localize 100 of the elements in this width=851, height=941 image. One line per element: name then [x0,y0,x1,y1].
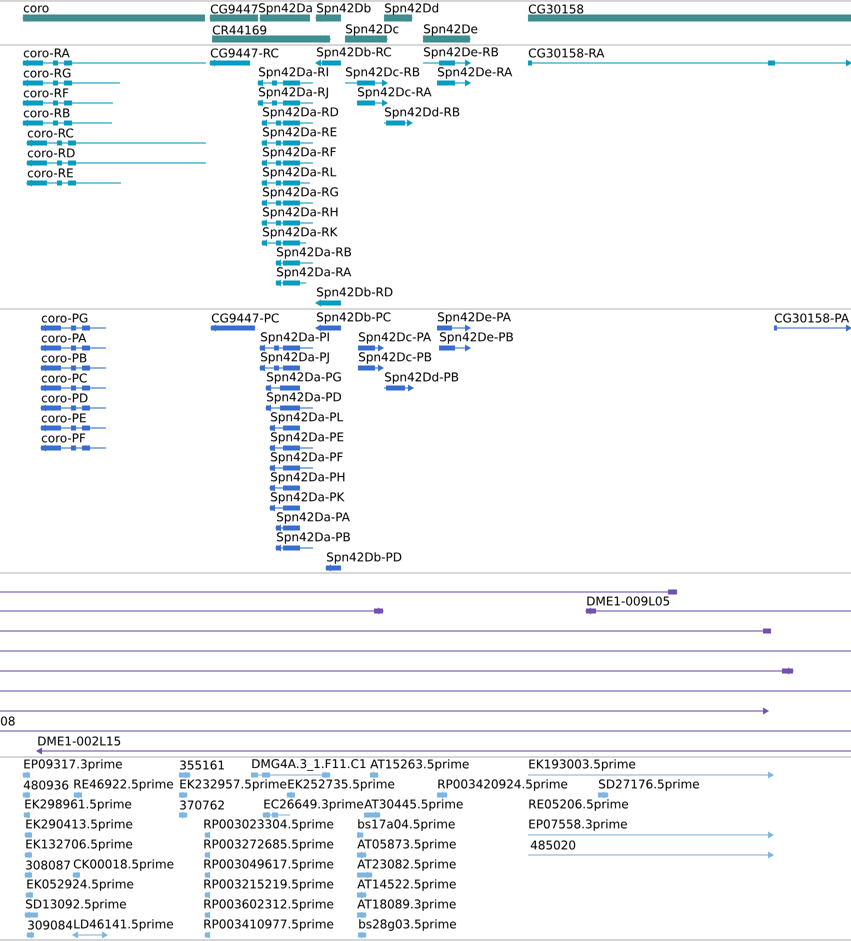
feature-label: Spn42De-PA [438,312,511,324]
feature-label: Spn42Dc-RA [358,87,432,99]
feature-label: Spn42Dd [385,3,438,15]
feature-label: Spn42Da-PK [271,492,345,504]
feature-label: 480936 [24,780,68,790]
feature-label: 309084 [28,920,72,930]
feature-label: Spn42Dc-PA [359,332,432,344]
feature-label: coro-RF [24,88,68,98]
feature-label: CG9447-PC [212,313,279,323]
feature-label: coro-PD [42,394,88,402]
feature-label: 485020 [530,840,576,850]
feature-label: Spn42Da-PE [271,432,344,444]
feature-label: Spn42Da-PH [271,472,344,484]
feature-label: Spn42Da-RA [277,267,352,279]
feature-label: Spn42Db-PC [317,312,390,324]
feature-label: Spn42Da-RB [277,247,351,259]
feature-label: bs28g03.5prime [359,919,456,931]
feature-label: AT14522.5prime [357,879,456,891]
feature-label: Spn42Dc [346,24,398,36]
feature-label: CK00018.5prime [74,859,174,871]
feature-label: Spn42De-PB [440,332,513,344]
feature-label: EK193003.5prime [529,759,636,771]
feature-label: Spn42De [424,24,478,36]
feature-label: AT30445.5prime [364,799,463,811]
feature-label: Spn42Da-RG [263,187,338,199]
feature-label: Spn42Da-PD [267,392,341,404]
feature-label: coro-PG [42,313,88,323]
feature-label: CG30158-PA [774,313,849,323]
feature-label: EK132706.5prime [26,839,132,851]
feature-label: Spn42Da-PA [277,512,350,524]
feature-label: RE46922.5prime [74,779,174,791]
feature-label: coro-RG [24,68,70,78]
feature-label: Spn42Da-RF [263,147,336,159]
feature-label: CG9447-RC [210,48,278,58]
feature-label: Spn42Da-PG [267,372,341,384]
feature-label: EP09317.3prime [24,759,122,771]
feature-label: 370762 [180,800,224,810]
feature-label: RP003272685.5prime [204,839,334,851]
feature-label: coro [24,6,48,12]
feature-label: Spn42Da-RD [263,107,338,119]
feature-label: coro-RE [28,168,73,178]
feature-label: 308087 [26,860,70,870]
feature-label: Spn42Da-PL [271,412,344,424]
feature-label: RP003602312.5prime [204,899,334,911]
feature-label: CR44169 [212,25,266,35]
feature-label: Spn42Da-PI [260,332,329,344]
feature-label: DMG4A.3_1.F11.C1 [252,759,366,771]
feature-label: Spn42Db-PD [327,552,402,564]
feature-label: Spn42Db-RD [317,287,392,299]
feature-label: EK298961.5prime [25,799,132,811]
feature-label: AT05873.5prime [357,839,456,851]
feature-label: Spn42Db-RC [317,47,391,59]
feature-label: Spn42Dd-PB [385,372,458,384]
feature-label: DME1-009L05 [587,596,670,606]
feature-label: RP003049617.5prime [204,859,334,871]
feature-label: coro-PB [42,354,86,362]
feature-label: Spn42Da-RL [263,167,336,179]
feature-label: coro-RD [28,148,75,158]
feature-label: Spn42Db [317,3,371,15]
feature-label: Spn42Da-RH [263,207,338,219]
feature-label: coro-PC [42,373,87,383]
feature-label: coro-RB [24,108,70,118]
feature-label: Spn42Dc-RB [346,67,420,79]
feature-label: CG30158 [528,4,584,14]
feature-label: Spn42De-RB [424,47,498,59]
feature-label: AT15263.5prime [370,759,469,771]
feature-label: Spn42Da-PB [277,532,350,544]
feature-label: RP003023304.5prime [204,819,334,831]
feature-label: SD27176.5prime [599,779,699,791]
feature-label: 08 [0,716,15,726]
feature-label: AT23082.5prime [357,859,456,871]
feature-label: DME1-002L15 [38,736,120,746]
feature-label: Spn42Dc-PB [359,352,432,364]
feature-label: coro-PF [42,434,86,442]
feature-label: AT18089.3prime [357,899,456,911]
feature-label: Spn42Da-PF [271,452,343,464]
feature-label: Spn42Da-PJ [260,352,329,364]
feature-label: RP003420924.5prime [438,779,568,791]
feature-label: EK232957.5prime [180,779,286,791]
feature-label: bs17a04.5prime [358,819,455,831]
feature-label: LD46141.5prime [74,919,174,931]
feature-label: EP07558.3prime [529,819,627,831]
feature-label: coro-PA [42,334,86,342]
feature-label: CG30158-RA [528,48,604,58]
feature-label: coro-RC [28,128,74,138]
feature-label: Spn42Da [259,3,312,15]
feature-label: Spn42De-RA [438,67,512,79]
feature-label: EC26649.3prime [264,799,364,811]
feature-label: Spn42Da-RI [259,67,328,79]
feature-label: Spn42Da-RJ [259,87,328,99]
feature-label: coro-PE [42,414,86,422]
feature-label: RP003410977.5prime [204,919,334,931]
feature-label: EK252735.5prime [288,779,394,791]
feature-label: SD13092.5prime [26,899,126,911]
feature-label: coro-RA [24,48,70,58]
feature-label: Spn42Da-RE [263,127,336,139]
feature-label: RP003215219.5prime [204,879,334,891]
feature-label: EK052924.5prime [27,879,134,891]
feature-label: RE05206.5prime [529,799,628,811]
feature-label: Spn42Dd-RB [385,107,460,119]
